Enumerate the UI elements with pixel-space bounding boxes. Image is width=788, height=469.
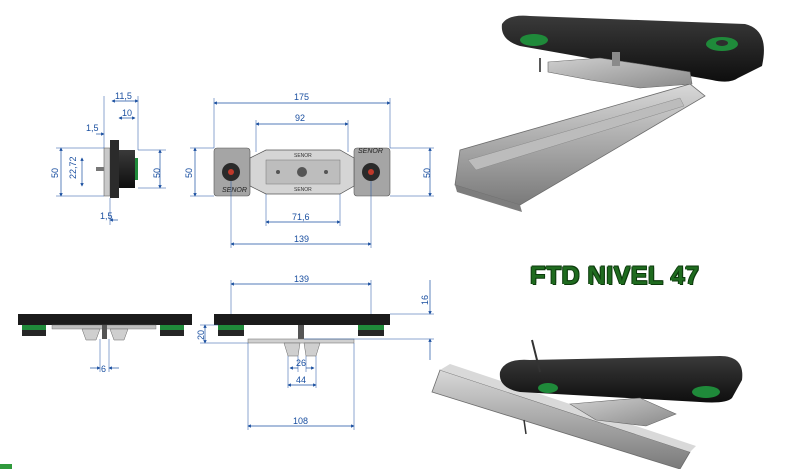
dim-clip: 26 [296,358,306,368]
dim-overall: 175 [294,92,309,102]
side-body [110,140,119,198]
dim-side-height-right: 50 [152,168,162,178]
left-pad-label: SENOR [222,187,247,194]
dim-front-height-left: 50 [184,168,194,178]
render-bottom-body [499,356,743,403]
dim-elev-drop: 20 [196,330,206,340]
product-title: FTD NIVEL 47 [530,262,700,290]
render-bottom [431,339,743,469]
elev-base-plate [247,338,355,344]
front-view: SENOR SENOR SENOR SENOR 175 92 50 50 71,… [184,92,434,248]
dim-side-bottom: 1,5 [100,211,113,221]
side-wheel-green [135,158,138,180]
dim-side-inner-height: 22,72 [68,156,78,179]
dim-elev-holes: 139 [294,274,309,284]
plate-label-top: SENOR [294,153,312,159]
center-bolt [297,167,307,177]
elev-left-body [18,314,192,325]
dim-side-left-top: 1,5 [86,123,99,133]
elevation-left: 6 [18,314,192,374]
dim-front-height-right: 50 [422,168,432,178]
right-wheel-hub [368,169,374,175]
dim-plate: 71,6 [292,212,310,222]
render-bottom-wheel-b [538,383,558,393]
left-wheel-hub [228,169,234,175]
render-top [454,15,764,212]
render-top-body [501,15,764,82]
side-screw [96,167,104,171]
side-view: 11,5 10 1,5 50 22,72 50 1,5 [50,91,166,225]
side-trolley [119,150,135,188]
dim-base: 108 [293,416,308,426]
right-pad-label: SENOR [358,148,383,155]
elev-center-body [214,314,390,325]
dim-elev-height: 16 [420,295,430,305]
dim-tab: 6 [101,364,106,374]
dim-side-total: 11,5 [115,91,132,101]
render-bottom-plate [569,397,677,427]
dim-side-height-left: 50 [50,168,60,178]
elevation-center: 139 16 20 26 44 108 [196,274,434,430]
elev-left-wheel-a [22,325,46,334]
dim-holes: 139 [294,234,309,244]
side-plate [103,147,111,197]
render-bottom-wheel-a [692,386,720,398]
elev-left-wheel-b [160,325,184,334]
dim-center: 92 [295,113,305,123]
dim-side-inner: 10 [122,108,132,118]
plate-label-bottom: SENOR [294,187,312,193]
render-top-wheel-a [520,34,548,46]
dim-clip-inner: 44 [296,375,306,385]
